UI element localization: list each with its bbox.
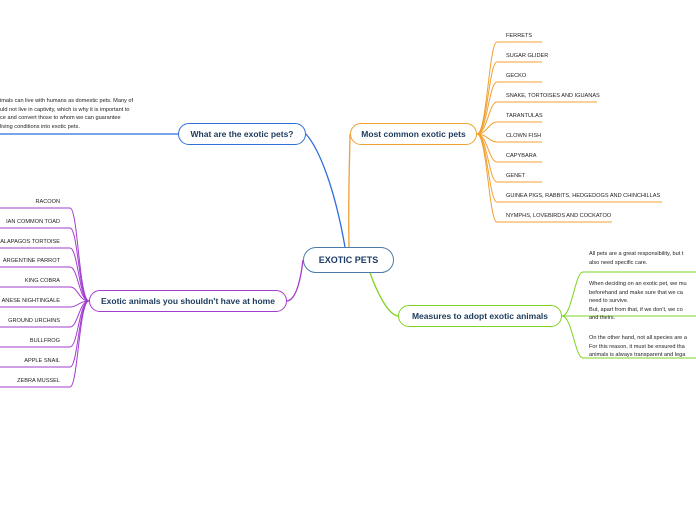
link-avoid-animal	[0, 207, 90, 302]
link-most-common	[348, 133, 351, 248]
link-measures-paragraph	[561, 271, 696, 317]
link-common-pet	[476, 101, 597, 135]
topic-what-are-exotic-pets[interactable]: What are the exotic pets?	[178, 123, 306, 145]
common-pet-item[interactable]: TARANTULAS	[506, 113, 543, 119]
link-should-not	[286, 259, 304, 302]
avoid-animal-item[interactable]: BULLFROG	[29, 338, 60, 344]
common-pet-item[interactable]: GUINEA PIGS, RABBITS, HEDGEDOGS AND CHIN…	[506, 193, 661, 199]
common-pet-item[interactable]: CLOWN FISH	[506, 133, 542, 139]
common-pet-item[interactable]: GECKO	[506, 73, 527, 79]
link-common-pet	[476, 81, 542, 135]
avoid-animal-item[interactable]: ANESE NIGHTINGALE	[1, 298, 60, 304]
link-common-pet	[476, 133, 612, 223]
link-common-pet	[476, 133, 662, 203]
link-avoid-animal	[0, 286, 90, 302]
link-what-are	[305, 133, 346, 248]
avoid-animal-item[interactable]: ZEBRA MUSSEL	[17, 378, 60, 384]
avoid-animal-item[interactable]: RACOON	[35, 199, 60, 205]
avoid-animal-item[interactable]: IAN COMMON TOAD	[6, 219, 60, 225]
common-pet-item[interactable]: CAPYBARA	[506, 153, 537, 159]
link-measures-paragraph	[561, 315, 696, 359]
link-avoid-animal	[0, 300, 90, 388]
link-common-pet	[476, 41, 542, 135]
link-common-pet	[476, 61, 542, 135]
avoid-animal-item[interactable]: GROUND URCHINS	[8, 318, 60, 324]
measures-paragraph[interactable]: When deciding on an exotic pet, we mu be…	[589, 281, 687, 322]
topic-animals-not-at-home[interactable]: Exotic animals you shouldn't have at hom…	[89, 290, 287, 312]
what-are-description[interactable]: imals can live with humans as domestic p…	[0, 98, 134, 130]
central-topic[interactable]: EXOTIC PETS	[303, 247, 394, 273]
measures-paragraph[interactable]: On the other hand, not all species are a…	[589, 335, 687, 359]
common-pet-item[interactable]: GENET	[506, 173, 526, 179]
link-avoid-animal	[0, 266, 90, 302]
avoid-animal-item[interactable]: ALAPAGOS TORTOISE	[0, 239, 60, 245]
avoid-animal-item[interactable]: ARGENTINE PARROT	[2, 258, 60, 264]
topic-measures-to-adopt[interactable]: Measures to adopt exotic animals	[398, 305, 562, 327]
topic-most-common-exotic-pets[interactable]: Most common exotic pets	[350, 123, 477, 145]
common-pet-item[interactable]: FERRETS	[506, 33, 533, 39]
common-pet-item[interactable]: NYMPHS, LOVEBIRDS AND COCKATOO	[506, 213, 612, 219]
avoid-animal-item[interactable]: KING COBRA	[24, 278, 60, 284]
link-measures	[369, 272, 399, 317]
link-common-pet	[476, 121, 542, 135]
link-avoid-animal	[0, 227, 90, 302]
common-pet-item[interactable]: SUGAR GLIDER	[506, 53, 549, 59]
avoid-animal-item[interactable]: APPLE SNAIL	[24, 358, 60, 364]
measures-paragraph[interactable]: All pets are a great responsibility, but…	[589, 251, 684, 266]
common-pet-item[interactable]: SNAKE, TORTOISES AND IGUANAS	[506, 93, 600, 99]
